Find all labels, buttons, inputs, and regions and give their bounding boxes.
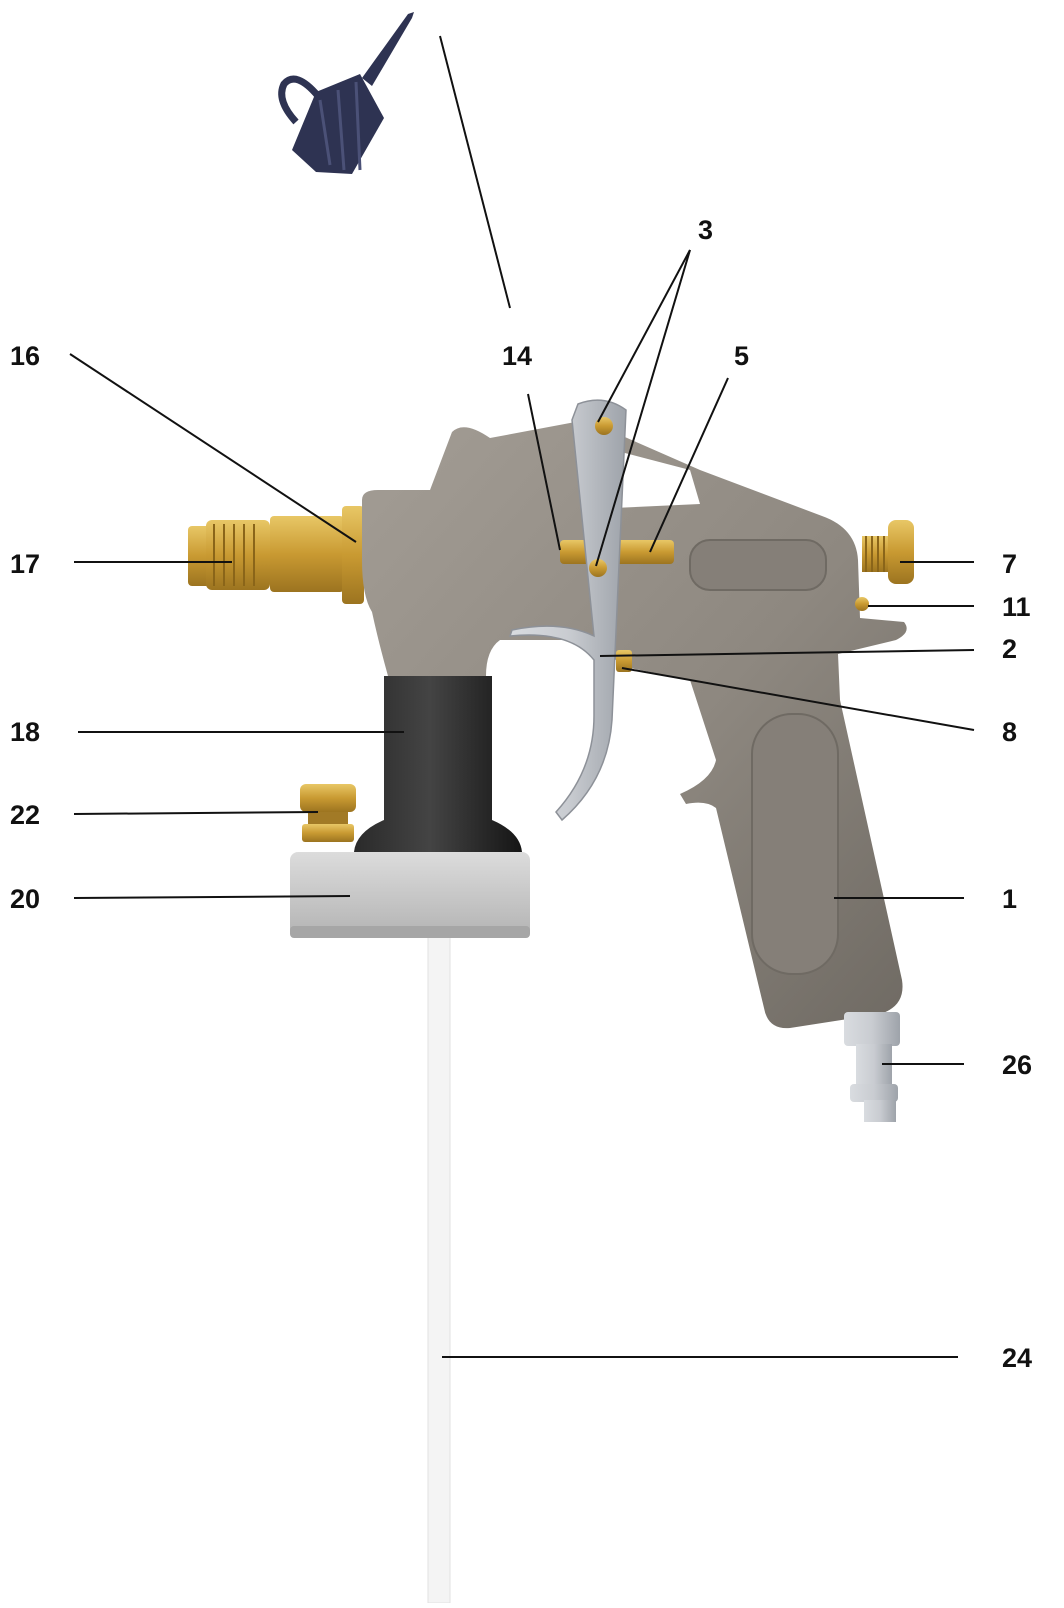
callout-24: 24 — [1002, 1343, 1033, 1373]
air-inlet-nipple — [844, 1012, 900, 1122]
callout-3: 3 — [698, 215, 714, 245]
oil-can-icon — [278, 12, 414, 174]
adjuster-knob — [862, 520, 914, 584]
suction-tube — [427, 935, 451, 1604]
callout-8: 8 — [1002, 717, 1018, 747]
leader-lines — [69, 35, 975, 1358]
lid-valve — [300, 784, 356, 842]
callout-14: 14 — [502, 341, 533, 371]
callout-17: 17 — [10, 549, 41, 579]
container-lid — [290, 852, 530, 938]
trigger — [508, 399, 627, 822]
callout-2: 2 — [1002, 634, 1018, 664]
callout-1: 1 — [1002, 884, 1018, 914]
callout-7: 7 — [1002, 549, 1018, 579]
riser-tube — [354, 676, 522, 852]
callout-22: 22 — [10, 800, 41, 830]
callout-26: 26 — [1002, 1050, 1033, 1080]
callout-20: 20 — [10, 884, 41, 914]
front-coupling — [188, 506, 364, 604]
callout-18: 18 — [10, 717, 41, 747]
regulator-screw — [855, 597, 869, 611]
callout-11: 11 — [1002, 592, 1031, 622]
callout-5: 5 — [734, 341, 750, 371]
callout-16: 16 — [10, 341, 41, 371]
